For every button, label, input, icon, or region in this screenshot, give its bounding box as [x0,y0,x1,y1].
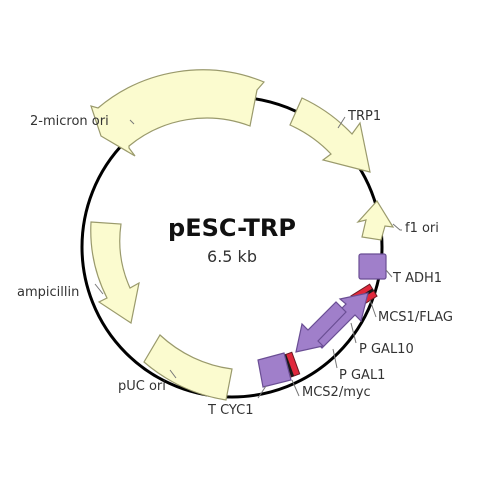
puc-ori-block [143,334,233,401]
t-cyc1-label: T CYC1 [207,403,254,418]
f1-ori-arrow [356,200,395,241]
p-gal10-label: P GAL10 [359,342,414,357]
two-micron-ori-arrow [90,69,266,157]
p-gal1-arrow [295,301,347,353]
p-gal10-leader [350,322,357,344]
plasmid-name: pESC-TRP [168,214,296,242]
t-cyc1-block [257,352,292,388]
trp1-arrow [289,97,371,173]
p-gal10-arrow [311,292,369,349]
f1-ori-leader [392,223,402,231]
two-micron-ori-leader [129,119,135,125]
trp1-label: TRP1 [347,109,381,124]
puc-ori-label: pUC ori [118,379,166,394]
plasmid-size: 6.5 kb [207,247,257,266]
mcs2-myc-label: MCS2/myc [302,385,371,400]
mcs2-myc-leader [291,379,300,397]
ampicillin-leader [94,283,104,295]
t-adh1-label: T ADH1 [392,271,442,286]
ampicillin-arrow [90,221,140,324]
puc-ori-leader [169,369,177,379]
trp1-leader [337,116,346,129]
p-gal1-leader [332,348,338,369]
f1-ori-label: f1 ori [405,221,439,236]
t-cyc1-leader [257,385,267,399]
mcs1-flag-label: MCS1/FLAG [378,310,453,325]
t-adh1-leader [385,269,393,278]
t-adh1-block [358,253,387,280]
p-gal1-label: P GAL1 [339,368,385,383]
two-micron-ori-label: 2-micron ori [30,114,109,129]
mcs1-flag-leader [369,299,377,318]
ampicillin-label: ampicillin [17,285,79,300]
